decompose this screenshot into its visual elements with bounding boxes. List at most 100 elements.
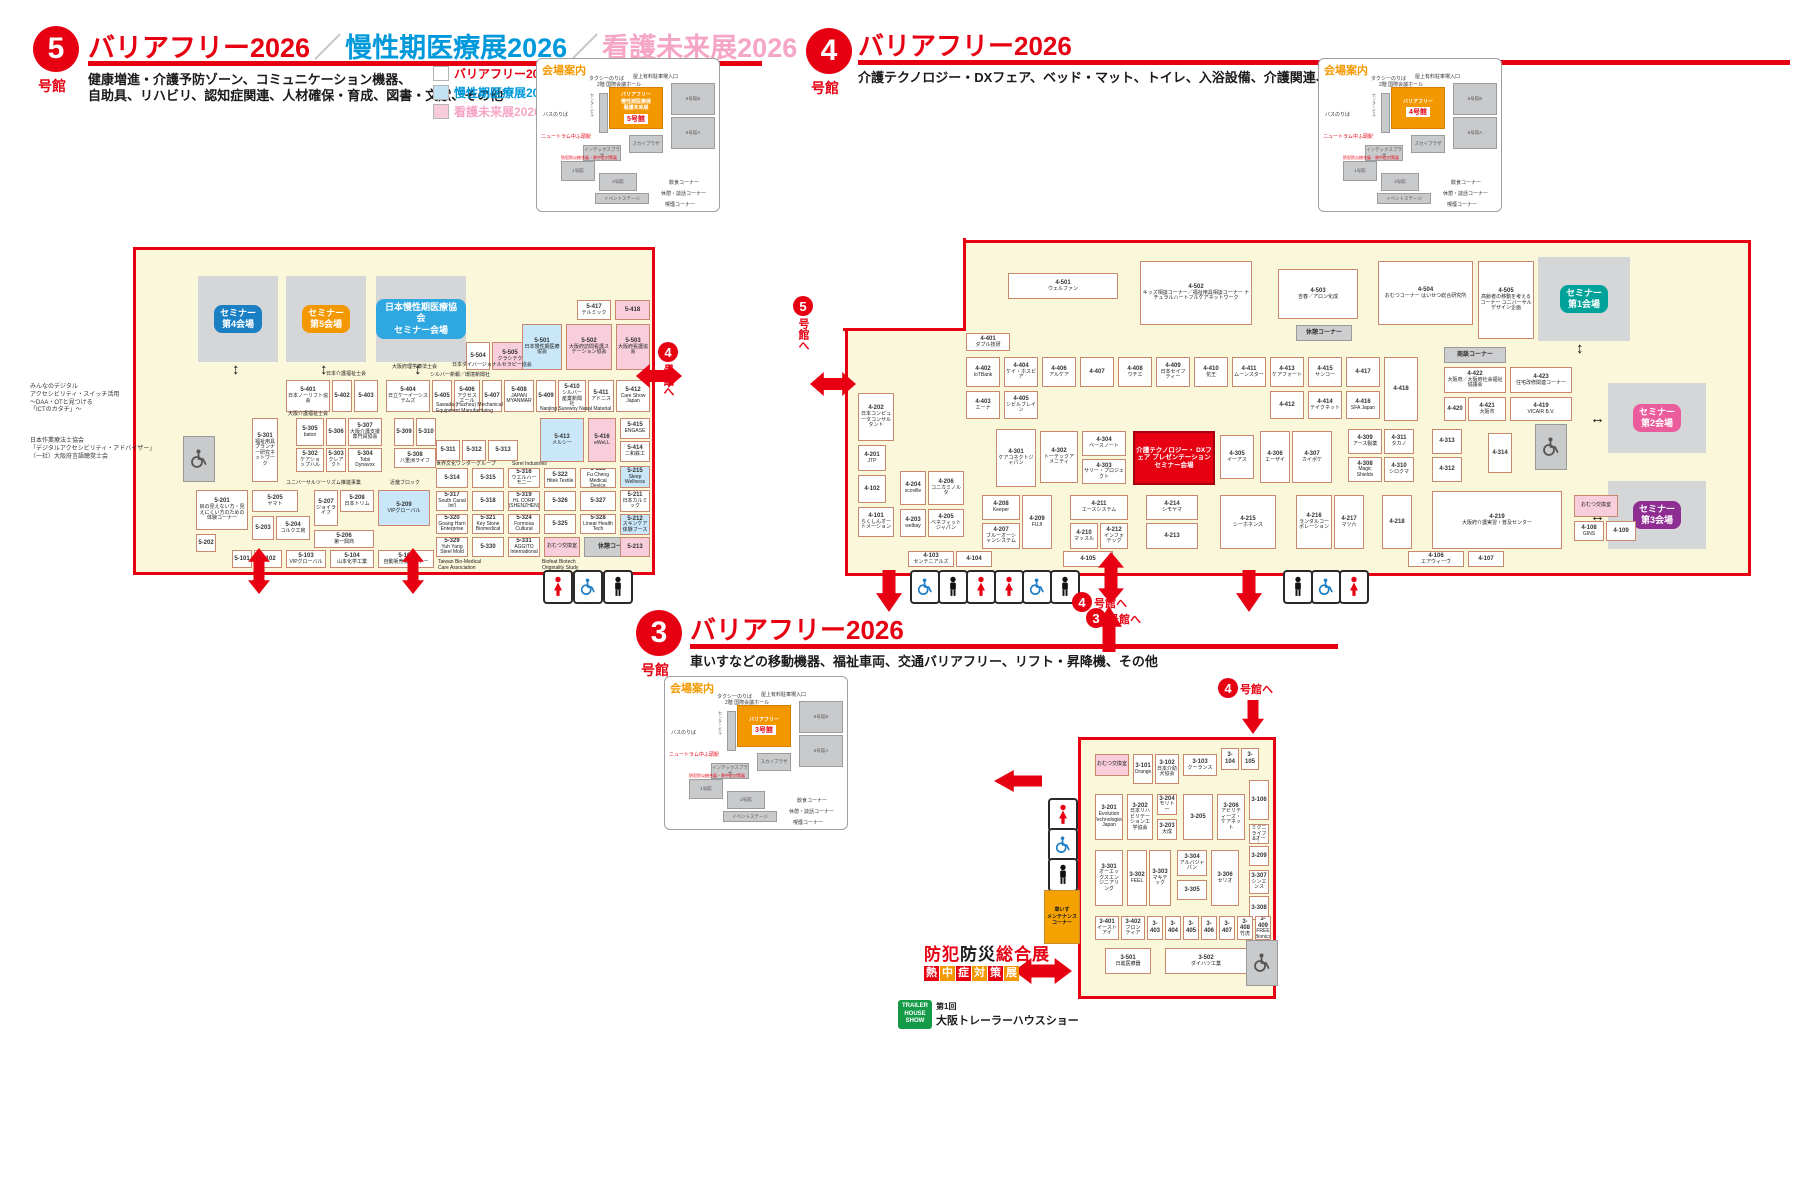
booth-number: 5-208: [349, 494, 365, 501]
direction-arrow-left: [994, 770, 1042, 792]
booth-number: 5-306: [328, 428, 344, 435]
seminar-room-label: セミナー 第3会場: [1632, 500, 1681, 530]
direction-arrow-down: [1242, 700, 1264, 734]
expo-label-part: 総合展: [996, 945, 1050, 964]
booth-number: 4-412: [1279, 401, 1295, 408]
booth-number: 5-409: [538, 392, 554, 399]
booth-number: 5-402: [334, 392, 350, 399]
booth-number: 4-407: [1089, 368, 1105, 375]
booth-name: JAPAN MYANMAR: [506, 392, 532, 405]
hall3-badge: 3: [636, 610, 682, 656]
booth-number: 4-312: [1439, 466, 1455, 473]
hall-number-circle: 3: [1086, 608, 1106, 628]
booth-number: 4-313: [1439, 438, 1455, 445]
smoking-corner-label: 喫煙コーナー: [793, 820, 824, 826]
map-annotation: 日本ダイバージョナルセラピー協会: [452, 362, 532, 368]
map-annotation: Biofeat Biotech Originality Study: [542, 559, 579, 571]
booth-name: イーストアイ: [1097, 924, 1117, 937]
booth-4-314: 4-314: [1488, 433, 1512, 473]
expo-label-part: 防犯: [924, 945, 960, 964]
booth-number: 4-503: [1310, 287, 1326, 294]
booth-name: ミクニライフ&オート: [1251, 825, 1267, 843]
boxed-char: 展: [1004, 966, 1019, 981]
heatstroke-expo-label: 熱中症対策展: [924, 966, 1020, 981]
map-annotation: ユニバーサルツーリズム推進事業: [286, 480, 361, 486]
sky-plaza: スカイプラザ: [757, 753, 791, 771]
building-6a: 6号館A: [799, 735, 843, 767]
booth-number: 4-402: [975, 365, 991, 372]
service-area: おむつ交換室: [544, 537, 580, 557]
booth-number: 5-415: [627, 422, 643, 429]
booth-number: 3-409: [1257, 916, 1268, 929]
booth-name: 日本コンピュータコンサルタント: [860, 411, 891, 429]
hall4-map-notch: [843, 238, 966, 331]
booth-name: モリトー: [1159, 801, 1175, 813]
booth-number: 5-323: [590, 468, 606, 473]
booth-number: 5-317: [444, 492, 460, 499]
booth-name: ムーンスター: [1234, 371, 1264, 378]
booth-3-207: 3-207ミクニライフ&オート: [1249, 824, 1269, 844]
booth-number: 5-312: [466, 447, 482, 454]
booth-number: 4-409: [1165, 363, 1181, 370]
booth-3-403: 3-403: [1147, 916, 1163, 940]
booth-number: 5-213: [627, 543, 643, 550]
booth-number: 4-203: [905, 516, 921, 523]
tram-station-label: ニュートラム中ふ頭駅: [541, 134, 591, 140]
booth-name: 商談コーナー: [1456, 351, 1493, 358]
booth-number: 4-308: [1357, 460, 1373, 467]
connector-arrow-icon: ↕: [414, 361, 422, 378]
booth-number: 5-411: [593, 389, 609, 396]
booth-name: Formosa Cultural: [514, 520, 534, 533]
toilet-female-icon: [1048, 798, 1078, 832]
booth-name: 二和鉄工: [624, 451, 645, 458]
booth-name: 吉春／アロン化成: [1297, 293, 1338, 300]
booth-name: ベネフィットジャパン: [931, 519, 961, 532]
booth-number: 4-404: [1013, 363, 1029, 370]
taxi-stand-label: タクシーのりば: [1371, 76, 1407, 82]
booth-number: 4-421: [1479, 402, 1495, 409]
booth-name: 目の見えない方・見えにくい方のための体験コーナー: [199, 504, 245, 522]
wheelchair-maintenance-corner: 車いす メンテナンス コーナー: [1044, 890, 1080, 944]
direction-arrow-dv: [248, 548, 270, 594]
legend-label: バリアフリー2026: [454, 67, 553, 81]
wheelchair-area-icon: [183, 436, 215, 482]
booth-name: 花王: [1205, 371, 1216, 378]
center-building-label: センタービル: [590, 93, 595, 117]
booth-number: 3-105: [1244, 752, 1255, 765]
booth-5-407: 5-407: [482, 380, 502, 412]
booth-number: 4-213: [1164, 532, 1180, 539]
booth-number: 4-304: [1096, 437, 1112, 444]
sky-plaza: スカイプラザ: [629, 135, 663, 153]
booth-name: AGGITO International: [510, 543, 538, 556]
wheelchair-area-icon: [1246, 940, 1278, 986]
booth-name: 八重洲ライフ: [399, 457, 430, 464]
booth-number: 5-416: [594, 433, 610, 440]
booth-name: Yuh Yang Steel Mold: [440, 543, 464, 556]
booth-name: オーエックスエンジニアリング: [1098, 869, 1119, 892]
map-annotation: 大阪介護福祉士会: [288, 411, 329, 417]
booth-number: 5-304: [357, 451, 373, 458]
building-6b: 6号館B: [799, 701, 843, 733]
booth-name: おむつコーナー はいせつ総合研究所: [1384, 292, 1467, 299]
booth-name: Hitek Textile: [546, 477, 574, 484]
service-area: 休憩コーナー: [1296, 325, 1352, 341]
booth-number: 4-417: [1355, 368, 1371, 375]
